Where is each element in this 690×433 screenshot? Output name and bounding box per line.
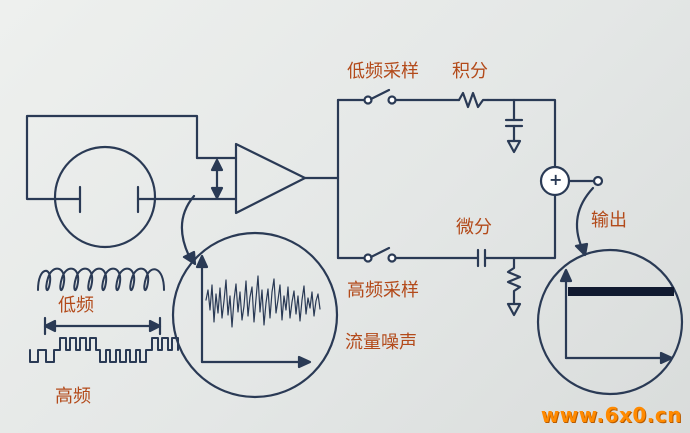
output-pointer-arrow xyxy=(575,186,595,250)
output-level-bar xyxy=(568,287,674,296)
low-switch-node-left xyxy=(363,95,373,105)
label-low-frequency-sampling: 低频采样 xyxy=(347,61,419,82)
noise-scope-x-arrow xyxy=(297,355,312,369)
integral-resistor xyxy=(457,91,490,109)
label-output: 输出 xyxy=(591,210,627,231)
integral-ground-symbol xyxy=(506,139,522,154)
noise-waveform xyxy=(205,275,321,328)
noise-pointer-head xyxy=(182,250,197,266)
derivative-resistor xyxy=(506,256,522,306)
low-switch-node-right xyxy=(387,95,397,105)
sensor-circle xyxy=(53,145,157,249)
low-branch-wire-c xyxy=(486,98,557,170)
noise-scope-y-arrow xyxy=(195,254,209,269)
label-flow-noise: 流量噪声 xyxy=(345,332,417,353)
watermark: www.6x0.cn xyxy=(540,403,682,427)
output-terminal xyxy=(592,175,604,187)
output-scope-y-arrow xyxy=(559,268,573,283)
label-high-frequency-sampling: 高频采样 xyxy=(347,280,419,301)
output-scope-circle xyxy=(536,248,684,396)
high-switch-blade xyxy=(369,246,391,259)
output-scope-x-arrow xyxy=(659,351,674,365)
low-switch-blade xyxy=(369,88,391,101)
double-arrow-head-bottom xyxy=(210,186,224,200)
label-integral: 积分 xyxy=(452,61,488,82)
high-branch-wire-c xyxy=(483,192,557,260)
high-switch-node-left xyxy=(363,253,373,263)
sensor-loop-wire xyxy=(25,114,199,201)
label-derivative: 微分 xyxy=(456,217,492,238)
label-high-frequency: 高频 xyxy=(55,386,91,407)
noise-pointer-arrow xyxy=(180,194,196,260)
period-arrow-head-right xyxy=(148,319,162,333)
label-low-frequency: 低频 xyxy=(58,295,94,316)
double-arrow-head-top xyxy=(210,158,224,172)
noise-scope-circle xyxy=(171,231,339,399)
amplifier-triangle xyxy=(234,142,307,215)
derivative-ground-symbol xyxy=(506,302,522,317)
period-arrow-head-left xyxy=(43,319,57,333)
output-pointer-head xyxy=(574,242,589,257)
summing-plus-sign: + xyxy=(549,170,563,189)
high-freq-square-wave xyxy=(29,337,179,363)
low-freq-coil-wave xyxy=(37,267,165,292)
high-switch-node-right xyxy=(387,253,397,263)
